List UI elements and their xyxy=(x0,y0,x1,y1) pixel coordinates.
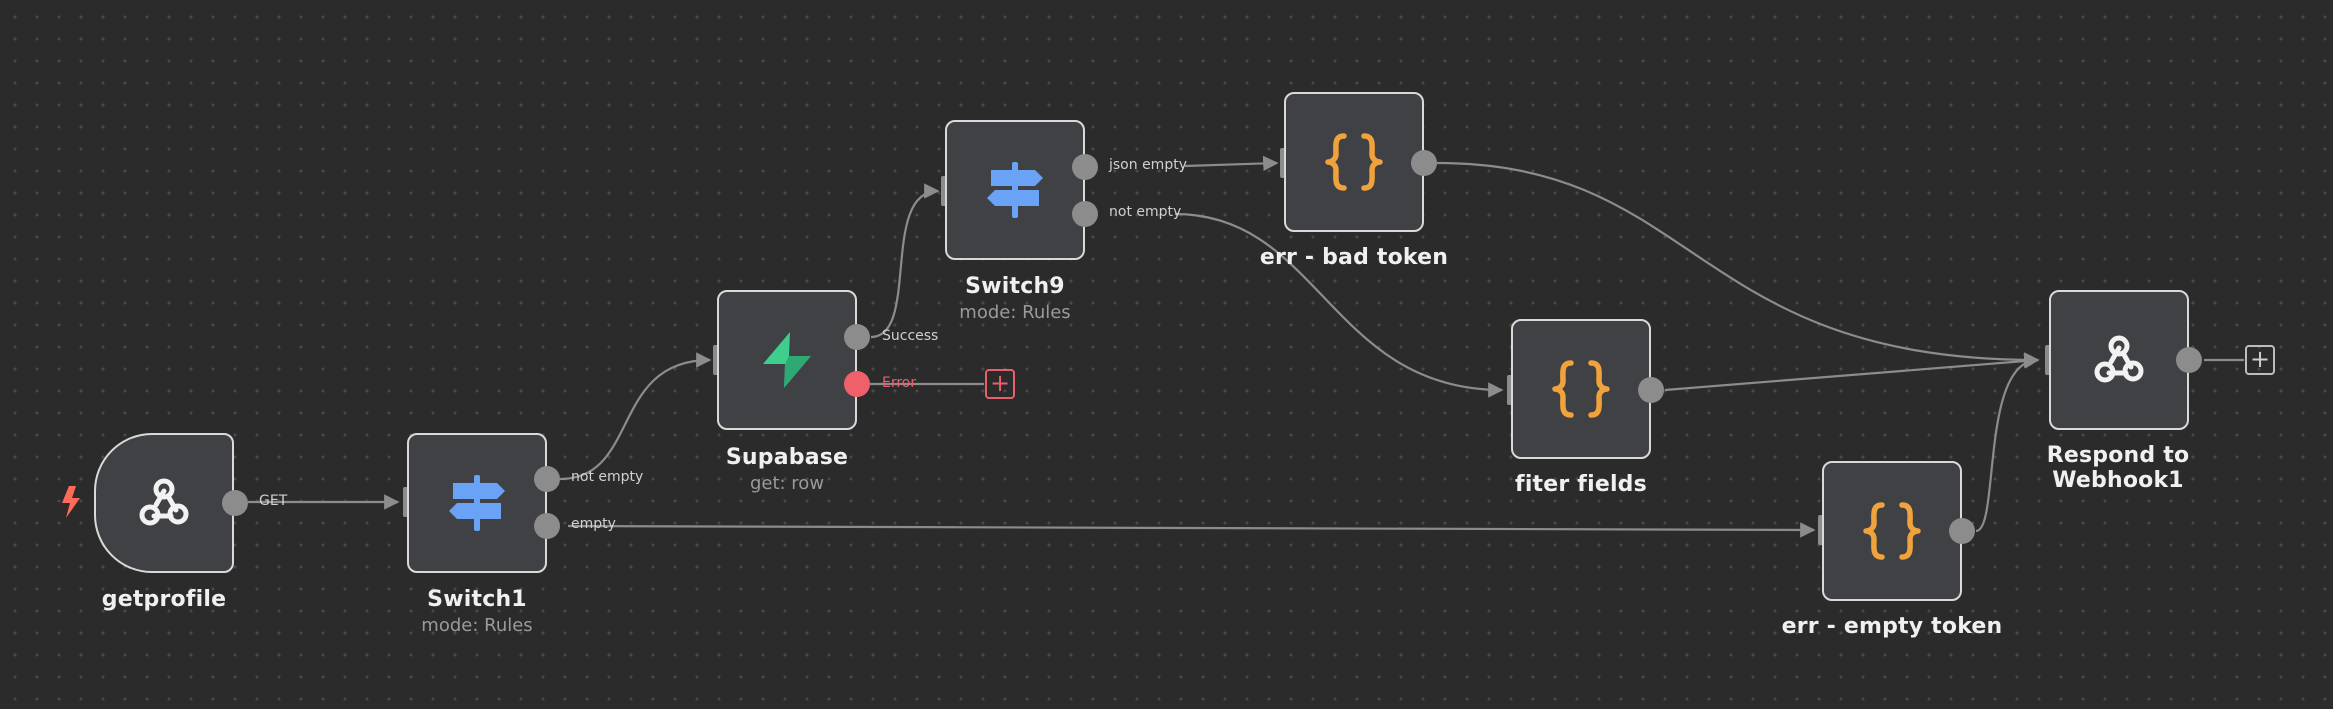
add-node-button[interactable]: + xyxy=(2245,345,2275,375)
port-label-not-empty: not empty xyxy=(571,469,644,485)
node-err-empty-token[interactable] xyxy=(1822,461,1962,601)
code-braces-icon xyxy=(1860,501,1924,561)
output-port[interactable] xyxy=(2176,347,2202,373)
output-port-not-empty[interactable] xyxy=(1072,201,1098,227)
output-port[interactable] xyxy=(1638,377,1664,403)
node-err-bad-token[interactable] xyxy=(1284,92,1424,232)
edge-switch1-err-empty-token[interactable] xyxy=(567,522,1816,538)
node-getprofile[interactable] xyxy=(94,433,234,573)
webhook-icon xyxy=(2089,332,2149,388)
node-filter-fields[interactable] xyxy=(1511,319,1651,459)
port-label-empty: empty xyxy=(571,516,616,532)
edge-switch9-filter-fields[interactable] xyxy=(1174,212,1504,398)
edge-supabase-switch9[interactable] xyxy=(870,183,940,339)
signpost-icon xyxy=(445,473,509,533)
trigger-bolt-icon xyxy=(62,486,80,518)
port-label-json-empty: json empty xyxy=(1109,157,1187,173)
node-respond-to-webhook1[interactable] xyxy=(2049,290,2189,430)
code-braces-icon xyxy=(1549,359,1613,419)
node-title-getprofile: getprofile xyxy=(101,587,227,612)
output-port-empty[interactable] xyxy=(534,513,560,539)
add-node-error-button[interactable]: + xyxy=(985,369,1015,399)
node-title-err-empty-token: err - empty token xyxy=(1781,614,2003,639)
webhook-icon xyxy=(134,475,194,531)
node-title-filter-fields: fiter fields xyxy=(1515,472,1647,497)
node-switch9[interactable] xyxy=(945,120,1085,260)
node-title-respond-to-webhook1: Respond to Webhook1 xyxy=(2046,443,2190,493)
supabase-icon xyxy=(757,330,817,390)
port-label-error: Error xyxy=(882,375,917,391)
edge-err-bad-token-respond[interactable] xyxy=(1436,161,2040,368)
port-label-get: GET xyxy=(259,493,288,509)
signpost-icon xyxy=(983,160,1047,220)
code-braces-icon xyxy=(1322,132,1386,192)
output-port[interactable] xyxy=(222,490,248,516)
output-port-json-empty[interactable] xyxy=(1072,154,1098,180)
node-subtitle-switch9: mode: Rules xyxy=(959,302,1071,323)
node-title-switch9: Switch9 xyxy=(965,274,1065,299)
output-port-error[interactable] xyxy=(844,371,870,397)
node-subtitle-supabase: get: row xyxy=(749,473,825,494)
node-title-err-bad-token: err - bad token xyxy=(1259,245,1449,270)
node-title-switch1: Switch1 xyxy=(427,587,527,612)
edge-err-empty-token-respond[interactable] xyxy=(1975,352,2040,533)
node-switch1[interactable] xyxy=(407,433,547,573)
port-label-success: Success xyxy=(882,328,939,344)
port-label-not-empty: not empty xyxy=(1109,204,1182,220)
output-port-not-empty[interactable] xyxy=(534,466,560,492)
output-port-success[interactable] xyxy=(844,324,870,350)
node-subtitle-switch1: mode: Rules xyxy=(421,615,533,636)
output-port[interactable] xyxy=(1411,150,1437,176)
edge-filter-fields-respond[interactable] xyxy=(1664,353,2040,392)
output-port[interactable] xyxy=(1949,518,1975,544)
edge-switch1-supabase[interactable] xyxy=(559,352,712,481)
node-supabase[interactable] xyxy=(717,290,857,430)
edge-switch9-err-bad-token[interactable] xyxy=(1184,155,1279,172)
node-title-supabase: Supabase xyxy=(725,445,849,470)
